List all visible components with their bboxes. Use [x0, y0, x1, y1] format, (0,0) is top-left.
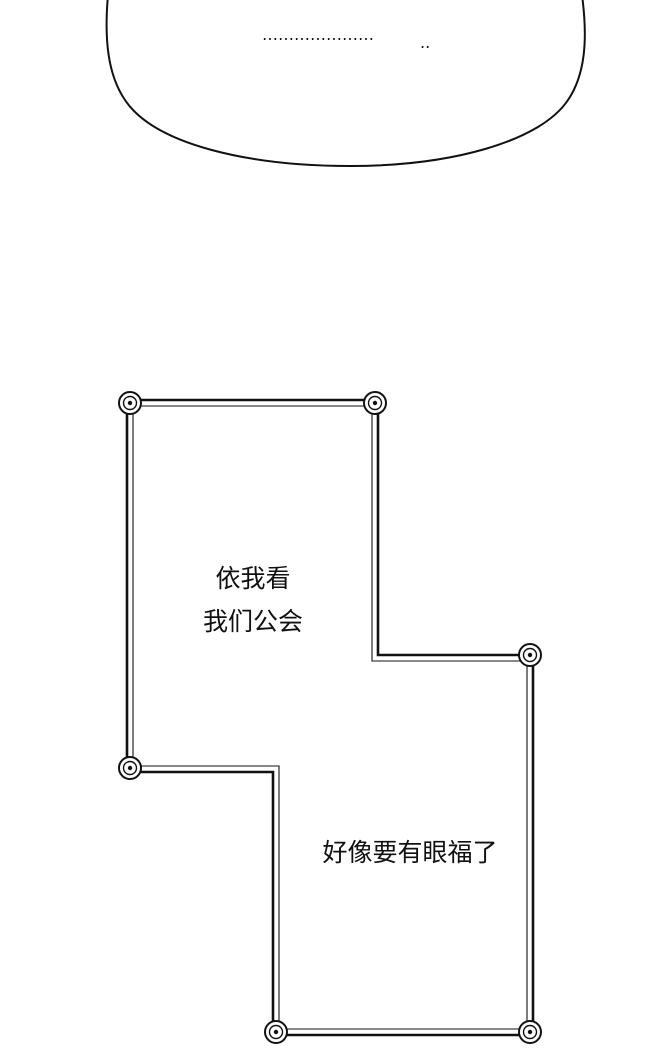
corner-ornament-icon	[518, 1020, 542, 1044]
speech-bubble	[105, 0, 586, 168]
corner-ornament-icon	[118, 756, 142, 780]
caption-box-frame-outer	[125, 398, 535, 1037]
corner-ornament-icon	[363, 391, 387, 415]
corner-ornament-icon	[118, 391, 142, 415]
caption-line-1: 依我看	[215, 564, 290, 593]
speech-bubble-trailing-dots: ..	[420, 33, 430, 52]
corner-ornaments	[118, 391, 542, 1044]
corner-ornament-icon	[264, 1020, 288, 1044]
corner-ornament-icon	[518, 643, 542, 667]
caption-line-3: 好像要有眼福了	[322, 838, 497, 867]
speech-bubble-text: …………………	[262, 25, 374, 44]
caption-line-2: 我们公会	[203, 607, 303, 636]
